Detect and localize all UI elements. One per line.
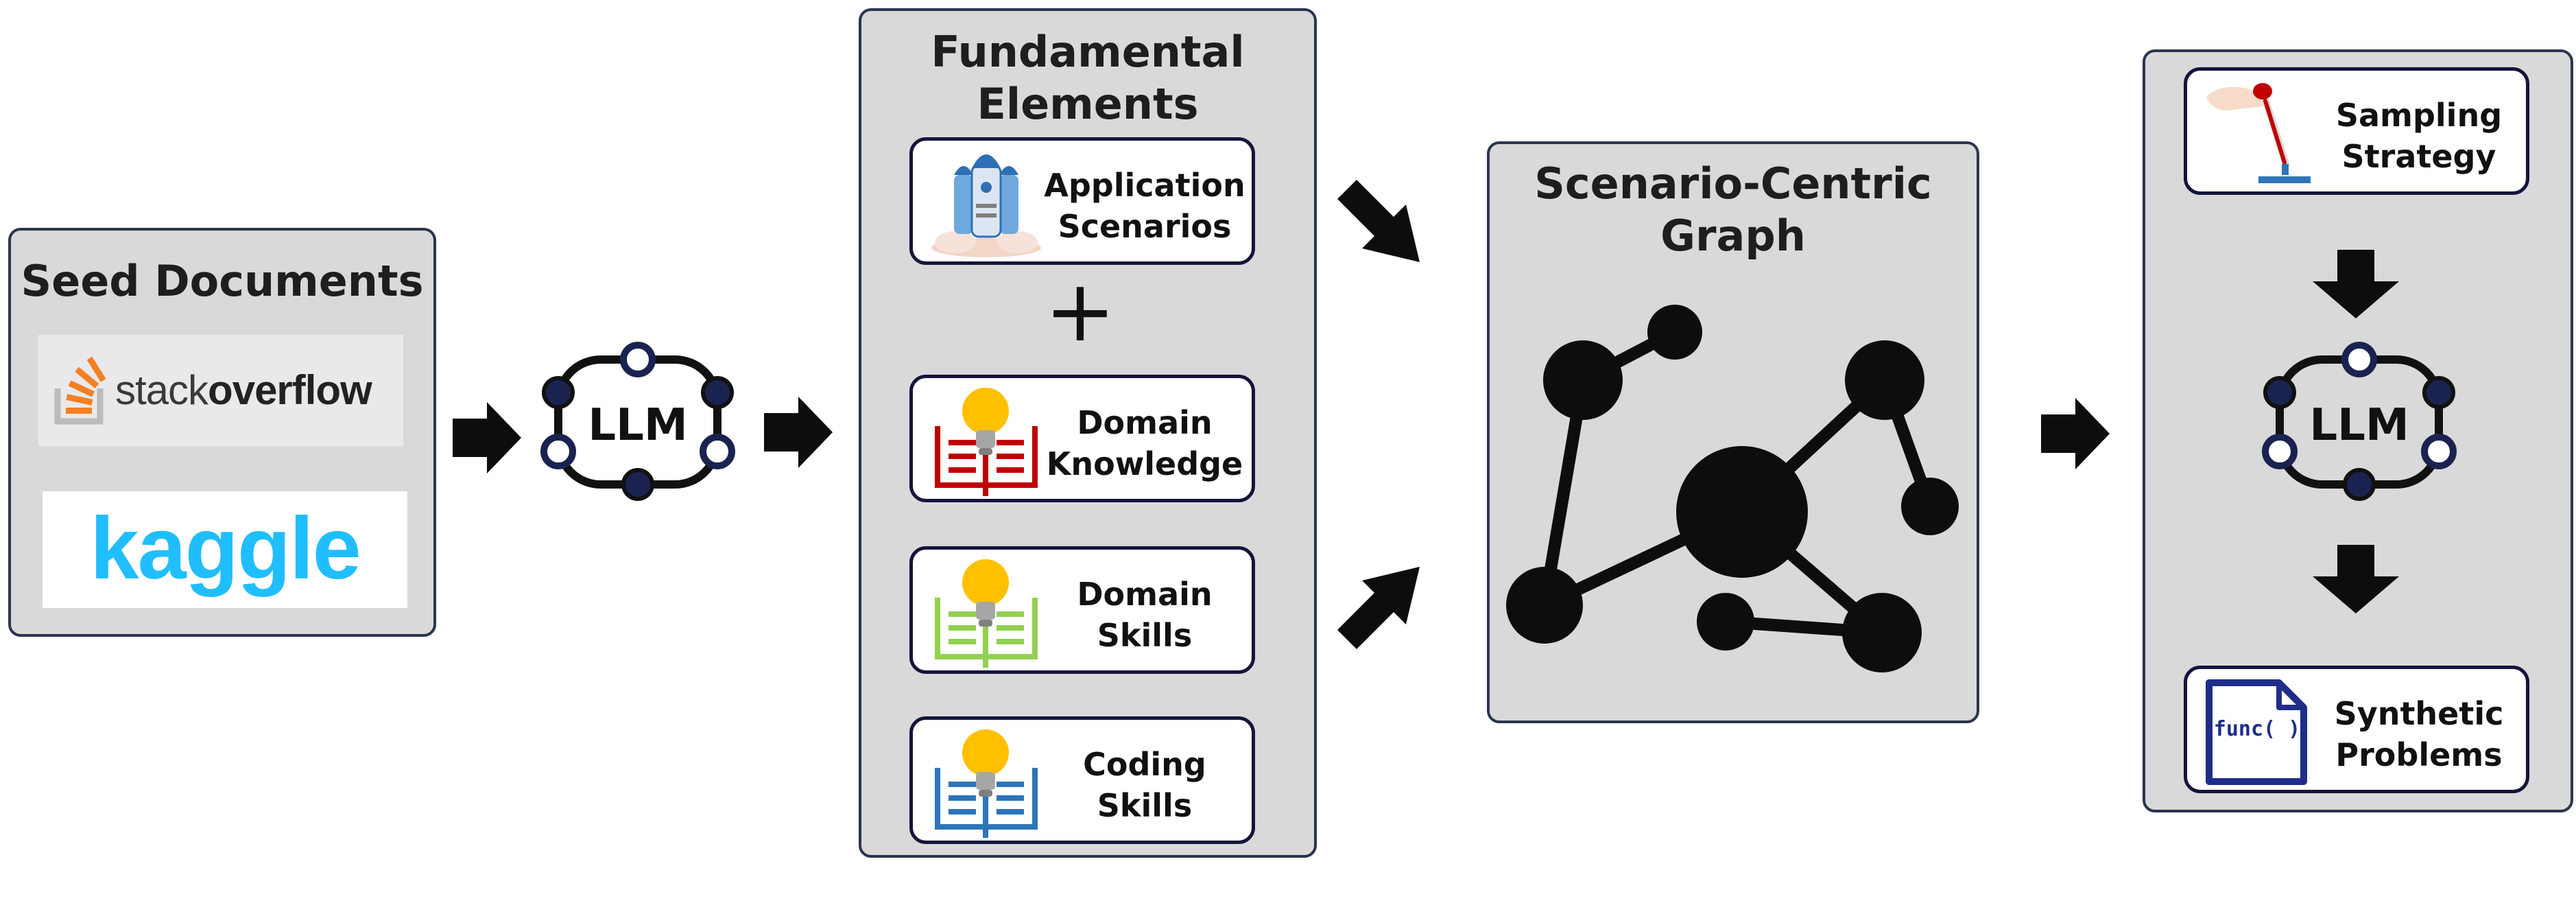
graph-node xyxy=(1697,593,1754,651)
llm-node xyxy=(621,468,654,501)
llm-node xyxy=(2263,376,2296,409)
lightbulb-book-icon xyxy=(935,388,1038,496)
arrow-down-right-icon xyxy=(1337,180,1420,262)
synthetic-problems-line2: Problems xyxy=(2335,736,2503,773)
sampling-strategy-label: Sampling Strategy xyxy=(2316,95,2522,178)
scenario-graph-panel: Scenario-Centric Graph xyxy=(1487,141,1979,723)
llm-node xyxy=(542,376,575,409)
application-scenarios-line1: Application xyxy=(1044,167,1245,204)
fundamental-elements-title-line1: Fundamental xyxy=(931,27,1245,77)
fundamental-elements-title-line2: Elements xyxy=(977,78,1199,129)
domain-skills-line2: Skills xyxy=(1097,616,1193,654)
llm-node xyxy=(2341,342,2377,377)
graph-node xyxy=(1845,340,1924,420)
plus-sign: + xyxy=(1045,262,1116,361)
lightbulb-book-icon xyxy=(935,729,1038,838)
coding-skills-card: Coding Skills xyxy=(909,716,1255,844)
graph-node xyxy=(1647,305,1702,360)
application-scenarios-label: Application Scenarios xyxy=(1042,165,1248,248)
stackoverflow-logo: stackoverflow xyxy=(38,335,403,446)
llm-node xyxy=(2262,434,2298,469)
rocket-icon xyxy=(931,154,1041,257)
llm-left-label: LLM xyxy=(588,400,688,451)
coding-skills-line2: Skills xyxy=(1097,786,1193,824)
application-scenarios-line2: Scenarios xyxy=(1058,207,1232,245)
stackoverflow-wordmark-overflow: overflow xyxy=(208,367,372,413)
domain-knowledge-line2: Knowledge xyxy=(1046,445,1243,482)
arrow-down-icon xyxy=(2313,250,2399,318)
lightbulb-book-icon xyxy=(935,559,1038,668)
synthetic-problems-label: Synthetic Problems xyxy=(2316,694,2522,776)
llm-right-loop xyxy=(2262,342,2457,501)
graph-network-icon xyxy=(1506,305,1959,672)
coding-skills-line1: Coding xyxy=(1083,746,1206,783)
llm-node xyxy=(2343,468,2376,501)
func-document-text: func( ) xyxy=(2213,717,2301,741)
arrow-right-icon xyxy=(764,397,833,468)
domain-skills-card: Domain Skills xyxy=(909,546,1255,674)
arrow-right-icon xyxy=(2041,398,2110,469)
fundamental-elements-title: Fundamental Elements xyxy=(861,26,1314,130)
application-scenarios-card: Application Scenarios xyxy=(909,137,1255,265)
seed-documents-title: Seed Documents xyxy=(21,256,424,306)
graph-node xyxy=(1842,593,1922,672)
llm-node xyxy=(2422,376,2455,409)
coding-skills-label: Coding Skills xyxy=(1042,745,1248,827)
seed-documents-panel: Seed Documents stackoverflow kaggle xyxy=(8,228,436,637)
scenario-graph-title: Scenario-Centric Graph xyxy=(1490,158,1977,261)
kaggle-logo: kaggle xyxy=(43,491,407,608)
llm-right-label: LLM xyxy=(2309,400,2409,451)
llm-node xyxy=(540,434,576,469)
synthetic-problems-card: func( ) Synthetic Problems xyxy=(2184,666,2529,793)
func-document-icon xyxy=(2206,679,2307,785)
sampling-strategy-card: Sampling Strategy xyxy=(2184,67,2529,195)
sampling-strategy-line1: Sampling xyxy=(2335,97,2503,134)
domain-knowledge-line1: Domain xyxy=(1077,404,1213,441)
scenario-graph-title-line1: Scenario-Centric xyxy=(1534,159,1932,209)
sampling-strategy-line2: Strategy xyxy=(2341,137,2496,175)
llm-node xyxy=(620,342,656,377)
llm-node xyxy=(700,434,735,469)
stackoverflow-wordmark: stackoverflow xyxy=(115,366,372,414)
kaggle-wordmark: kaggle xyxy=(90,500,361,598)
pipette-icon xyxy=(2206,83,2311,183)
graph-node xyxy=(1506,567,1583,644)
scenario-graph-title-line2: Graph xyxy=(1660,210,1806,261)
domain-knowledge-card: Domain Knowledge xyxy=(909,375,1255,502)
arrow-down-icon xyxy=(2313,545,2399,613)
llm-node xyxy=(701,376,734,409)
domain-skills-label: Domain Skills xyxy=(1042,574,1248,657)
llm-left-loop xyxy=(540,342,735,501)
arrow-up-right-icon xyxy=(1337,567,1420,649)
stackoverflow-icon xyxy=(54,356,106,425)
domain-skills-line1: Domain xyxy=(1077,576,1213,613)
stackoverflow-wordmark-stack: stack xyxy=(115,367,208,413)
domain-knowledge-label: Domain Knowledge xyxy=(1042,403,1248,485)
graph-node xyxy=(1543,340,1623,420)
arrow-right-icon xyxy=(453,402,521,473)
graph-node xyxy=(1676,446,1808,578)
llm-node xyxy=(2421,434,2457,469)
graph-node xyxy=(1901,478,1959,535)
synthetic-problems-line1: Synthetic xyxy=(2334,695,2504,732)
